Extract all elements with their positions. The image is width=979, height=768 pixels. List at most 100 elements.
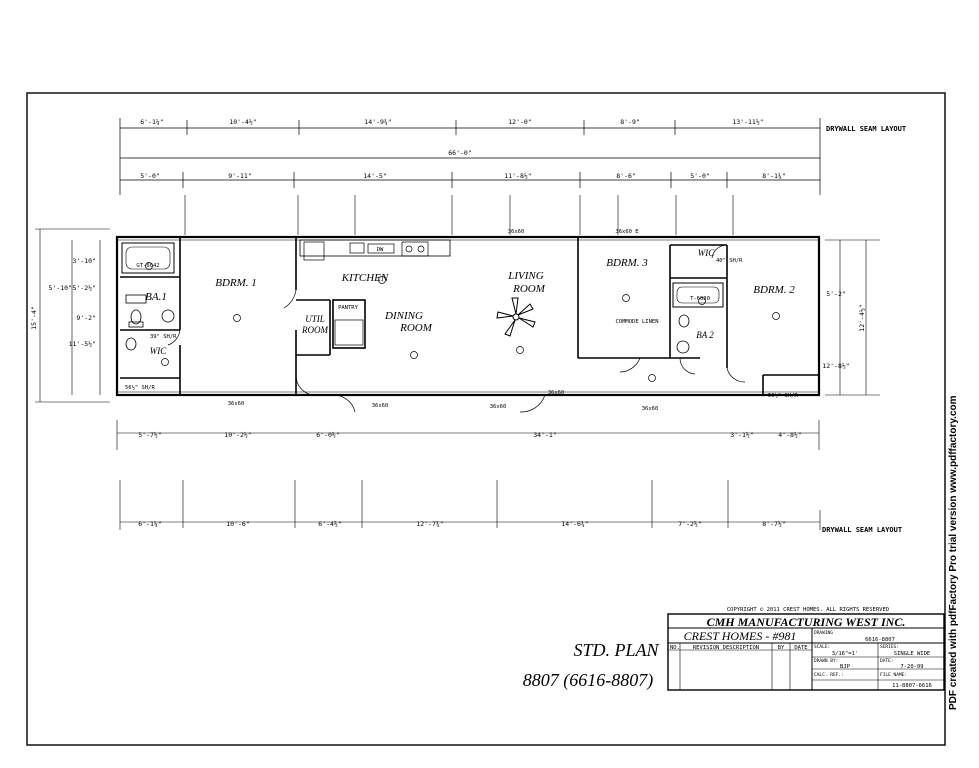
bottom-dimension-lines [116,420,821,530]
bottom-drywall-dim-2: 6'-4½" [318,520,341,528]
light-fixture-icon [516,346,524,354]
series-field-label: SERIES: [880,644,899,650]
room-label-util-2: ROOM [301,325,328,335]
door-swings [167,244,746,413]
bottom-drywall-dim-0: 6'-1¼" [138,520,161,528]
tub-model-label: GT-6042 [136,263,159,269]
room-label-bdrm1: BDRM. 1 [215,277,257,289]
light-fixture-icon [161,358,169,366]
top-dim-2: 14'-9¾" [364,118,391,126]
top-dim2-5: 5'-0" [690,172,710,180]
top-dim-3: 12'-0" [508,118,531,126]
room-label-wic2: WIC [698,248,715,258]
room-label-ba2: BA 2 [696,330,714,340]
shelf-label-3: 56½" SH/R [768,392,798,399]
light-fixture-icon [772,312,780,320]
window-label-2: 36x60 [372,403,389,409]
left-vertical-dimensions [35,228,110,403]
bottom-drywall-dim-5: 7'-2½" [678,520,701,528]
light-fixture-icon [622,294,630,302]
top-dim-5: 13'-11½" [732,118,763,126]
top-dim-0: 6'-1¼" [140,118,163,126]
top-dim2-0: 5'-0" [140,172,160,180]
top-seam-ticks [184,195,734,235]
room-label-wic1: WIC [150,346,167,356]
toilet-ba1-icon [125,294,175,351]
top-dim2-6: 8'-1¾" [762,172,785,180]
drawn-by-field-label: DRAWN BY: [814,658,838,664]
tub2-model-label: T-6030 [690,296,710,302]
room-label-living: LIVING [507,270,544,282]
room-label-living-2: ROOM [512,283,546,295]
calc-ref-field-label: CALC. REF.: [814,672,844,678]
ceiling-fan-icon [496,297,536,337]
bathtub-ba1: GT-6042 [121,242,175,274]
interior-walls [120,237,819,395]
date-value: 7-20-09 [900,664,923,670]
drawn-by-value: BJP [840,664,851,670]
top-dim2-4: 8'-6" [616,172,636,180]
sheet-border [26,92,946,746]
room-label-pantry: PANTRY [338,305,359,311]
room-label-dining-2: ROOM [399,322,433,334]
left-dim-2: 5'-10" [49,284,72,292]
col-date-label: DATE [794,645,807,651]
bottom-dim-3: 34'-1" [533,431,556,439]
pdf-watermark-note: PDF created with pdfFactory Pro trial ve… [948,395,959,710]
date-field-label: DATE: [880,658,894,664]
bottom-drywall-dim-1: 10'-6" [226,520,249,528]
right-dim-2: 12'-8½" [822,362,849,370]
bottom-dim-2: 6'-0½" [316,431,339,439]
plan-number-label: 8807 (6616-8807) [523,670,653,691]
top-dim2-2: 14'-5" [363,172,386,180]
crest-homes-label: CREST HOMES - #981 [684,629,797,643]
light-fixture-icon [378,276,386,284]
light-fixture-icon [648,374,656,382]
window-label-7: 36x60 [642,406,659,412]
file-name-value: 11-8807-6616 [892,683,932,689]
title-block [667,613,945,691]
shelf-label-1: 39" SH/R [150,334,177,340]
drawing-number: 6616-8807 [865,637,895,643]
drawing-field-label: DRAWING [814,630,833,636]
shelf-label-4: 40" SH/R [716,258,743,264]
top-dim-4: 8'-9" [620,118,640,126]
right-dimension-labels: 5'-2"12'-4½"12'-8½" [822,290,866,370]
scale-value: 3/16"=1' [832,651,859,657]
bottom-drywall-labels: 6'-1¼"10'-6"6'-4½"12'-7¾"14'-6¾"7'-2½"8'… [138,520,785,528]
top-dimension-labels-2: 5'-0"9'-11"14'-5"11'-8½"8'-6"5'-0"8'-1¾" [140,172,786,180]
bathtub-ba2: T-6030 [672,282,724,308]
bottom-dimension-labels: 5'-7½"10'-2½"6'-0½"34'-1"3'-1½"4'-8½" [138,431,801,439]
bottom-dim-0: 5'-7½" [138,431,161,439]
shelf-label-2: 56½" SH/R [125,384,155,391]
window-label-5: 36x60 [508,229,525,235]
drywall-seam-bottom-label: DRYWALL SEAM LAYOUT [822,526,902,534]
bottom-dim-4: 3'-1½" [730,431,753,439]
room-label-dining: DINING [384,310,423,322]
left-dim-0: 15'-4" [30,306,38,329]
light-fixtures [145,262,780,382]
room-label-util: UTIL [305,314,325,324]
top-dim-1: 10'-4½" [229,118,256,126]
window-label-1: 36x60 [228,401,245,407]
top-drywall-dimensions [119,118,821,195]
bottom-drywall-dim-3: 12'-7¾" [416,520,443,528]
window-label-4: 36x60 E [615,229,638,235]
room-label-bdrm2: BDRM. 2 [753,284,795,296]
left-dimension-labels: 15'-4"3'-10"5'-10"5'-2½"9'-2"11'-5½" [30,257,96,348]
left-dim-3: 5'-2½" [73,284,96,292]
bottom-dim-1: 10'-2½" [224,431,251,439]
room-label-bdrm3: BDRM. 3 [606,257,648,269]
bottom-drywall-dim-4: 14'-6¾" [561,520,588,528]
house-outline [115,235,821,397]
top-dimension-labels: 6'-1¼" 10'-4½" 14'-9¾" 12'-0" 8'-9" 13'-11½" [140,118,763,126]
col-revision-label: REVISION DESCRIPTION [693,645,759,651]
light-fixture-icon [410,351,418,359]
kitchen-fixtures: DW [303,241,429,346]
col-by-label: BY [778,645,785,651]
overall-length-label: 66'-0" [448,149,471,157]
file-name-field-label: FILE NAME: [880,672,907,678]
window-label-3: 36x60 [490,404,507,410]
top-dim2-3: 11'-8½" [504,172,531,180]
